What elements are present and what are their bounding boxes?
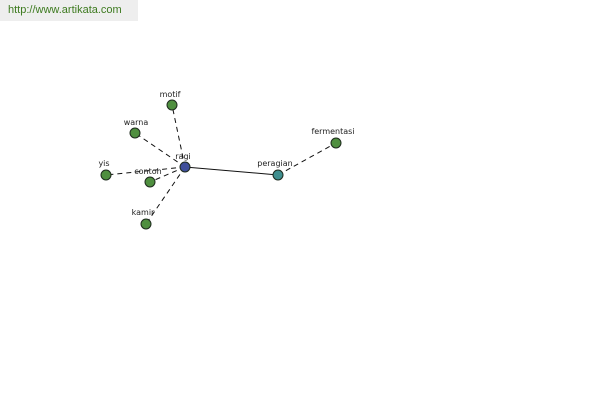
node-kamir[interactable]: kamir: [132, 208, 155, 230]
node-contoh[interactable]: contoh: [134, 167, 162, 188]
node-ragi[interactable]: ragi: [175, 152, 191, 173]
node-ragi-label[interactable]: ragi: [175, 152, 191, 161]
node-warna-label[interactable]: warna: [124, 118, 149, 127]
node-motif-dot[interactable]: [166, 99, 178, 111]
node-fermentasi-label[interactable]: fermentasi: [311, 127, 354, 136]
edge-ragi-kamir: [145, 166, 186, 225]
edge-ragi-motif: [171, 104, 186, 168]
node-peragian-label[interactable]: peragian: [257, 159, 292, 168]
node-warna[interactable]: warna: [124, 118, 149, 139]
edge-peragian-fermentasi: [277, 142, 337, 176]
node-ragi-dot[interactable]: [179, 161, 191, 173]
node-motif[interactable]: motif: [160, 90, 181, 111]
graph-edges: [105, 104, 337, 225]
node-kamir-dot[interactable]: [140, 218, 152, 230]
graph-nodes: ragi peragian fermentasi motif warna yis conto…: [98, 90, 355, 230]
node-contoh-label[interactable]: contoh: [134, 167, 161, 176]
node-contoh-dot[interactable]: [144, 176, 156, 188]
edge-ragi-warna: [134, 132, 186, 168]
edge-ragi-yis: [105, 166, 186, 176]
edge-ragi-contoh: [149, 166, 186, 183]
node-fermentasi[interactable]: fermentasi: [311, 127, 355, 149]
node-yis[interactable]: yis: [98, 159, 112, 181]
node-motif-label[interactable]: motif: [160, 90, 181, 99]
edge-ragi-peragian: [184, 166, 279, 176]
node-yis-label[interactable]: yis: [98, 159, 109, 168]
source-url-banner[interactable]: http://www.artikata.com: [0, 0, 138, 21]
node-kamir-label[interactable]: kamir: [132, 208, 155, 217]
node-peragian-dot[interactable]: [272, 169, 284, 181]
node-fermentasi-dot[interactable]: [330, 137, 342, 149]
node-peragian[interactable]: peragian: [257, 159, 293, 181]
node-yis-dot[interactable]: [100, 169, 112, 181]
source-url-text[interactable]: http://www.artikata.com: [8, 4, 122, 16]
node-warna-dot[interactable]: [129, 127, 141, 139]
